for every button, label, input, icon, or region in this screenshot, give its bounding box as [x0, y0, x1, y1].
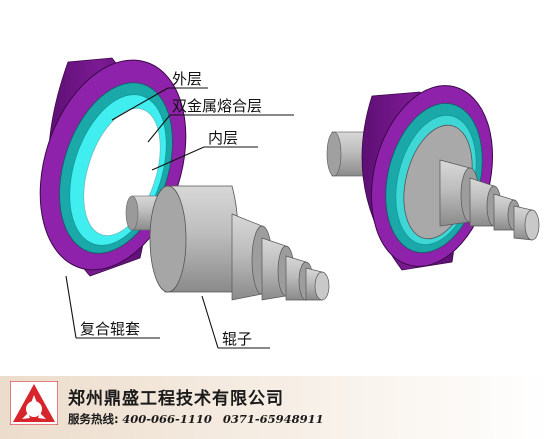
label-roll-shaft: 辊子	[222, 330, 252, 348]
company-name: 郑州鼎盛工程技术有限公司	[68, 389, 284, 409]
dingsheng-logo-icon	[10, 381, 58, 425]
service-hotline: 服务热线: 400-066-1110 0371-65948911	[68, 411, 324, 427]
leader-outer-layer	[111, 87, 169, 121]
leader-inner-layer	[151, 146, 205, 171]
leader-composite-sleeve	[65, 275, 77, 339]
footer-banner	[0, 376, 550, 439]
hotline-label: 服务热线:	[68, 412, 119, 426]
label-outer-layer: 外层	[172, 70, 202, 88]
leader-bimetal-layer	[147, 114, 171, 143]
assembled-roll	[326, 85, 540, 271]
hotline-phone-1: 400-066-1110	[122, 412, 212, 426]
hotline-phone-2: 0371-65948911	[222, 412, 324, 426]
callouts	[65, 87, 294, 349]
label-inner-layer: 内层	[208, 129, 238, 147]
roll-body-face	[149, 185, 187, 293]
label-composite-sleeve: 复合辊套	[80, 320, 140, 338]
roll-shaft	[125, 185, 330, 301]
roll-journal-end	[314, 271, 330, 301]
leader-roll-shaft	[201, 295, 219, 349]
label-bimetal-layer: 双金属熔合层	[172, 97, 262, 115]
